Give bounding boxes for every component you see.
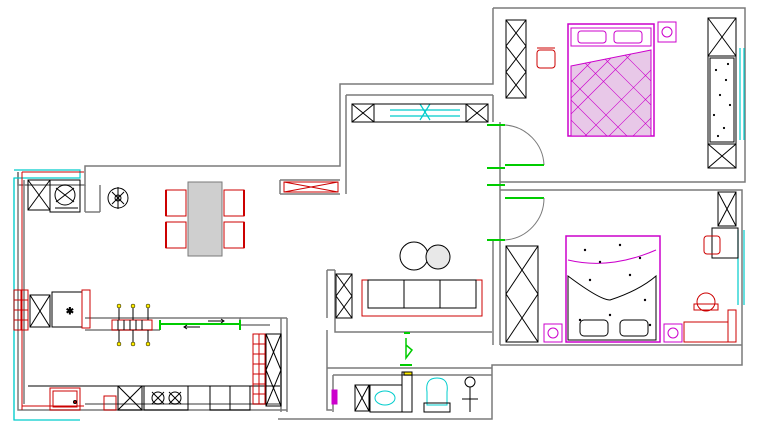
chair-bedroom bbox=[536, 49, 556, 69]
wardrobe-second bbox=[505, 245, 539, 343]
sofa bbox=[361, 279, 483, 317]
sideboard bbox=[283, 181, 339, 193]
cabinet-bottom bbox=[117, 385, 143, 411]
washing-machine bbox=[49, 179, 81, 213]
toilet bbox=[426, 377, 448, 406]
bed-second bbox=[565, 235, 661, 343]
desk-chair bbox=[703, 235, 721, 255]
desk bbox=[711, 227, 739, 259]
nightstand bbox=[657, 21, 677, 43]
dining bbox=[107, 181, 339, 257]
appliance-box bbox=[49, 387, 81, 411]
stove bbox=[143, 385, 189, 411]
nightstand bbox=[663, 323, 683, 343]
living bbox=[335, 103, 489, 319]
bathroom bbox=[331, 371, 478, 413]
bath-cabinet bbox=[354, 384, 370, 412]
living-cabinet bbox=[335, 273, 353, 319]
pillow bbox=[619, 319, 649, 337]
cabinet-second bbox=[717, 191, 737, 227]
kitchen-window bbox=[13, 169, 81, 421]
trash-bin bbox=[103, 395, 117, 411]
chair bbox=[223, 221, 245, 249]
dining-table bbox=[187, 181, 223, 257]
chair bbox=[223, 189, 245, 217]
master-bedroom bbox=[505, 17, 737, 169]
outer-wall bbox=[493, 7, 746, 183]
outer-wall-top bbox=[17, 8, 494, 186]
pillow bbox=[579, 319, 609, 337]
shower bbox=[464, 376, 476, 388]
cabinet-right bbox=[265, 333, 282, 407]
svg-text:✲: ✲ bbox=[66, 307, 74, 317]
bar-counter bbox=[111, 319, 153, 331]
rug-round bbox=[425, 244, 451, 270]
round-stool bbox=[696, 292, 716, 312]
outer-wall-right bbox=[278, 189, 743, 420]
second-bedroom bbox=[505, 191, 739, 343]
chair bbox=[165, 221, 187, 249]
kitchen: ✲ bbox=[13, 179, 282, 411]
doors bbox=[159, 124, 545, 366]
wardrobe-left bbox=[505, 19, 527, 99]
bar-lights bbox=[116, 303, 151, 347]
coffee-table bbox=[399, 241, 429, 271]
cabinet-left bbox=[29, 294, 51, 328]
walls bbox=[17, 7, 746, 420]
chair bbox=[165, 189, 187, 217]
nightstand bbox=[543, 323, 563, 343]
sliding-arrows bbox=[183, 318, 225, 330]
door-bathroom bbox=[405, 338, 414, 361]
tv-stand-second bbox=[683, 321, 729, 343]
